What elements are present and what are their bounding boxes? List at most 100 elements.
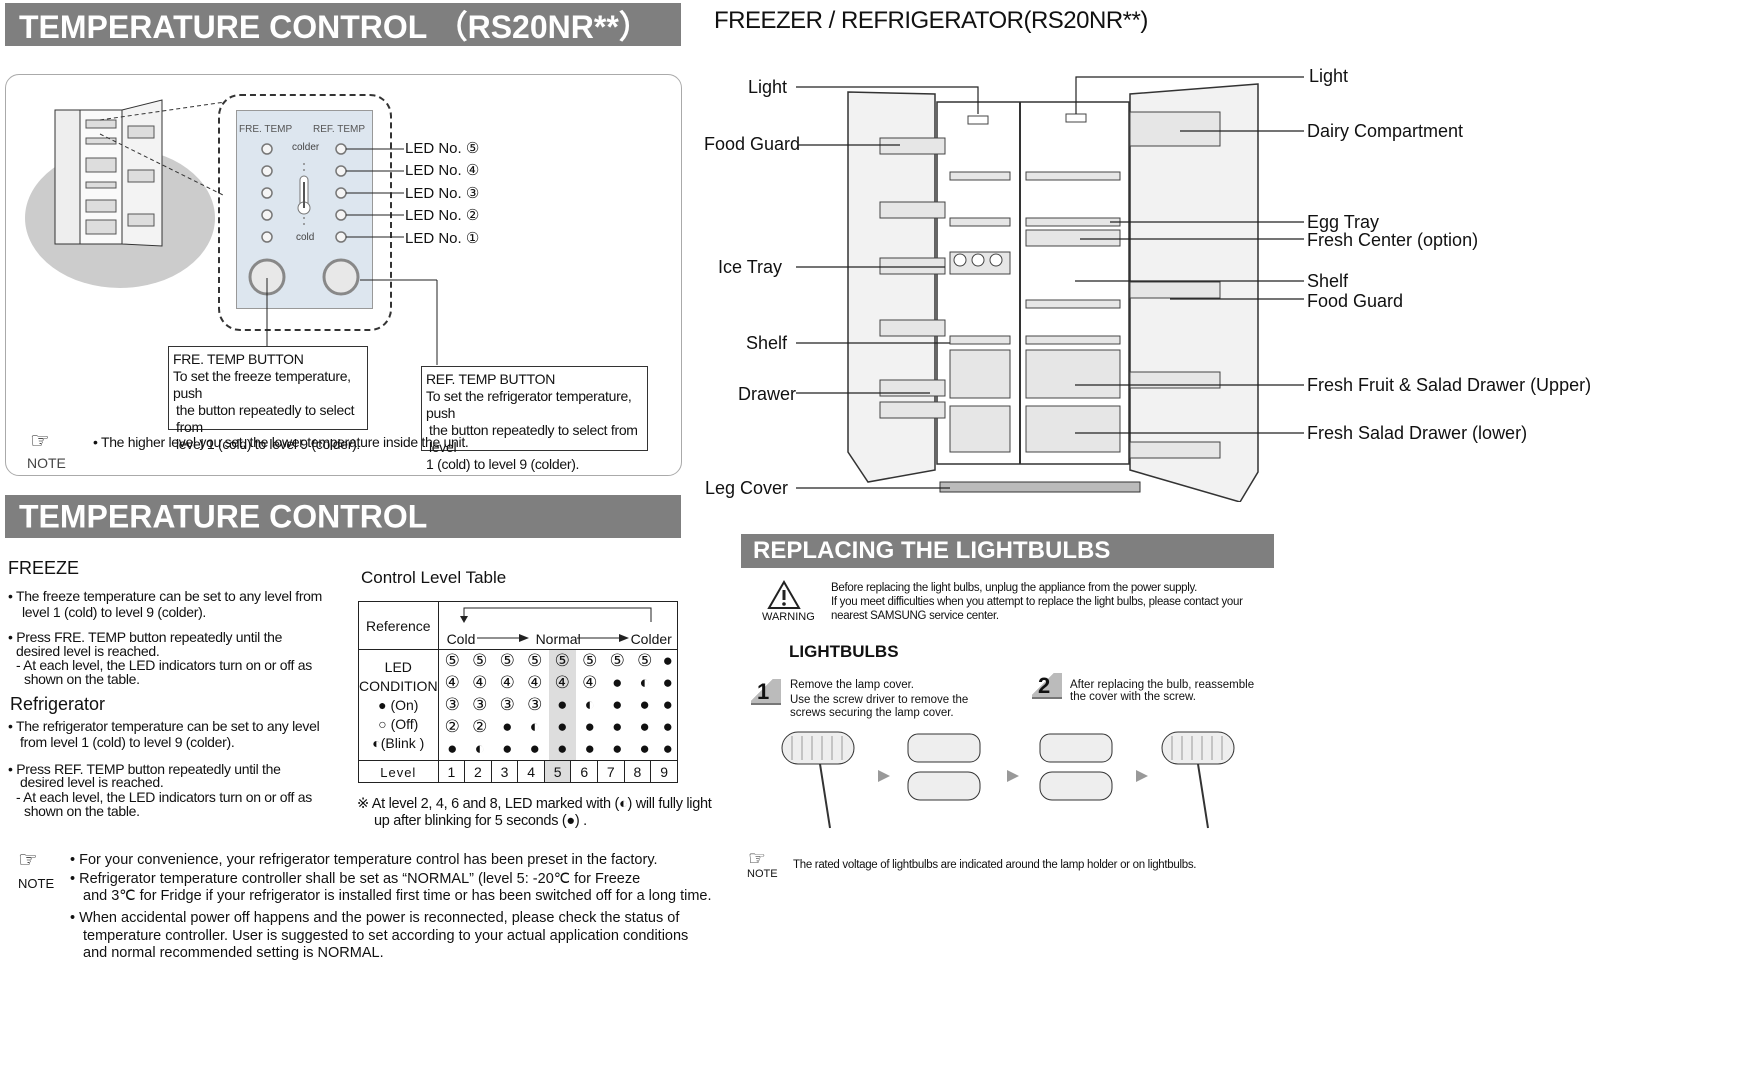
label-ice-tray: Ice Tray [718,257,783,277]
led-cell: ④ [472,673,488,692]
ref-temp-panel-label: REF. TEMP [313,124,366,135]
led-cell: ● [639,717,650,736]
led-cell: ● [612,673,623,692]
led-cell: ● [639,739,650,758]
led-cell: ⑤ [444,651,460,670]
condition-legend-cell: LED CONDITION ● (On) ○ (Off) ◐(Blink ) [358,649,439,761]
led-leader-lines [346,148,404,238]
section-title: TEMPERATURE CONTROL [19,498,428,534]
reference-cell: Reference [358,601,439,650]
fre-temp-callout-line: level 1 (cold) to level 9 (colder). [176,436,361,452]
led-grid-row: ④ ④ ④ ④ ④ ④ ● ◐ ● [439,672,677,694]
led-cell: ● [502,717,513,736]
led-cell: ● [548,694,576,716]
control-panel-frame [5,74,682,476]
table-footnote: up after blinking for 5 seconds (●) . [374,813,587,829]
page-title: TEMPERATURE CONTROL （RS20NR**） [19,8,651,45]
control-level-table-title: Control Level Table [361,568,507,587]
led-grid: ⑤ ⑤ ⑤ ⑤ ⑤ ⑤ ⑤ ⑤ ● ④ ④ ④ ④ ④ ④ ● [439,650,677,760]
level-cell: 2 [464,760,492,783]
freeze-line: desired level is reached. [16,643,160,659]
led-label-4: LED No. ④ [405,162,480,179]
note-line: • When accidental power off happens and … [70,910,680,926]
scale-cold: Cold [446,631,476,647]
label-fresh-salad-drawer: Fresh Salad Drawer (lower) [1307,423,1528,443]
fre-temp-callout-line: To set the freeze temperature, push [173,368,351,401]
lightbulbs-note-text: The rated voltage of lightbulbs are indi… [793,859,1197,871]
led-label-5: LED No. ⑤ [405,140,480,157]
panel-led-graphics [248,143,360,296]
control-level-table: Reference Cold Normal Colder LED CONDITI… [358,601,679,783]
ref-temp-callout-line: To set the refrigerator temperature, pus… [426,388,632,421]
led-cell: ● [584,717,595,736]
lightbulbs-header-title: REPLACING THE LIGHTBULBS [753,537,1111,564]
note-line: • Refrigerator temperature controller sh… [70,871,641,887]
step-1-badge: 1 [751,679,781,705]
fridge-diagram-title: FREEZER / REFRIGERATOR(RS20NR**) [714,7,1148,34]
led-cell: ◐ [529,717,540,736]
led-grid-cell: ⑤ ⑤ ⑤ ⑤ ⑤ ⑤ ⑤ ⑤ ● ④ ④ ④ ④ ④ ④ ● [437,649,679,761]
refrigerator-title: Refrigerator [10,694,106,714]
step-2-number: 2 [1038,673,1051,698]
led-cell: ● [612,695,623,714]
fre-temp-panel-label: FRE. TEMP [239,124,293,135]
note-label: NOTE [18,876,55,891]
refrigerator-line: - At each level, the LED indicators turn… [16,789,312,805]
fre-temp-callout-title: FRE. TEMP BUTTON [173,351,304,367]
led-cell: ⑤ [499,651,515,670]
note-line: and 3℃ for Fridge if your refrigerator i… [83,888,712,904]
lightbulbs-note-label: NOTE [747,868,778,880]
note-hand-icon: ☞ [748,848,766,870]
led-cell: ③ [499,695,515,714]
led-cell: ● [662,717,673,736]
led-cell: ● [662,695,673,714]
table-footnote: ※ At level 2, 4, 6 and 8, LED marked wit… [357,796,712,812]
led-cell: ● [548,716,576,738]
step-1-number: 1 [757,679,770,704]
led-cell: ⑤ [582,651,598,670]
freeze-title: FREEZE [8,558,80,578]
level-cell: 5 [543,760,572,783]
led-cell: ⑤ [548,650,576,672]
freeze-line: - At each level, the LED indicators turn… [16,657,312,673]
lightbulbs-subheading: LIGHTBULBS [789,642,899,661]
freeze-line: level 1 (cold) to level 9 (colder). [22,604,207,620]
led-cell: ④ [499,673,515,692]
led-cell: ◐ [639,673,650,692]
condition-off: ○ (Off) [378,715,419,732]
led-cell: ⑤ [609,651,625,670]
fridge-leader-lines [796,76,1304,489]
scale-cell: Cold Normal Colder [437,601,679,650]
note-line: • For your convenience, your refrigerato… [70,852,658,868]
led-cell: ● [662,651,673,670]
led-cell: ● [447,739,458,758]
scale-colder: Colder [630,631,672,647]
led-cell: ⑤ [472,651,488,670]
led-cell: ● [639,695,650,714]
label-light-right: Light [1309,66,1349,86]
label-fresh-fruit-drawer: Fresh Fruit & Salad Drawer (Upper) [1307,375,1592,395]
refrigerator-line: from level 1 (cold) to level 9 (colder). [20,734,235,750]
warning-icon [767,580,801,609]
warning-line: nearest SAMSUNG service center. [831,610,999,622]
led-cell: ● [612,739,623,758]
led-cell: ● [662,673,673,692]
temp-control-header: TEMPERATURE CONTROL [5,495,681,538]
label-shelf-left: Shelf [746,333,788,353]
lightbulbs-header: REPLACING THE LIGHTBULBS [741,534,1274,568]
panel-dashed-outline [218,94,392,331]
led-cell: ⑤ [637,651,653,670]
label-leg-cover: Leg Cover [705,478,789,498]
note-line: temperature controller. User is suggeste… [83,928,689,944]
reference-label: Reference [365,617,431,634]
label-egg-tray: Egg Tray [1307,212,1380,232]
level-cell: 4 [517,760,545,783]
condition-led: LED [384,658,412,675]
button-leader-lines [266,278,438,365]
level-cell: 8 [623,760,652,783]
fridge-thumbnail-illustration [25,99,226,288]
led-cell: ⑤ [527,651,543,670]
led-grid-row: ● ◐ ● ● ● ● ● ● ● [439,738,677,760]
level-cell: 7 [597,760,625,783]
label-shelf-right: Shelf [1307,271,1349,291]
